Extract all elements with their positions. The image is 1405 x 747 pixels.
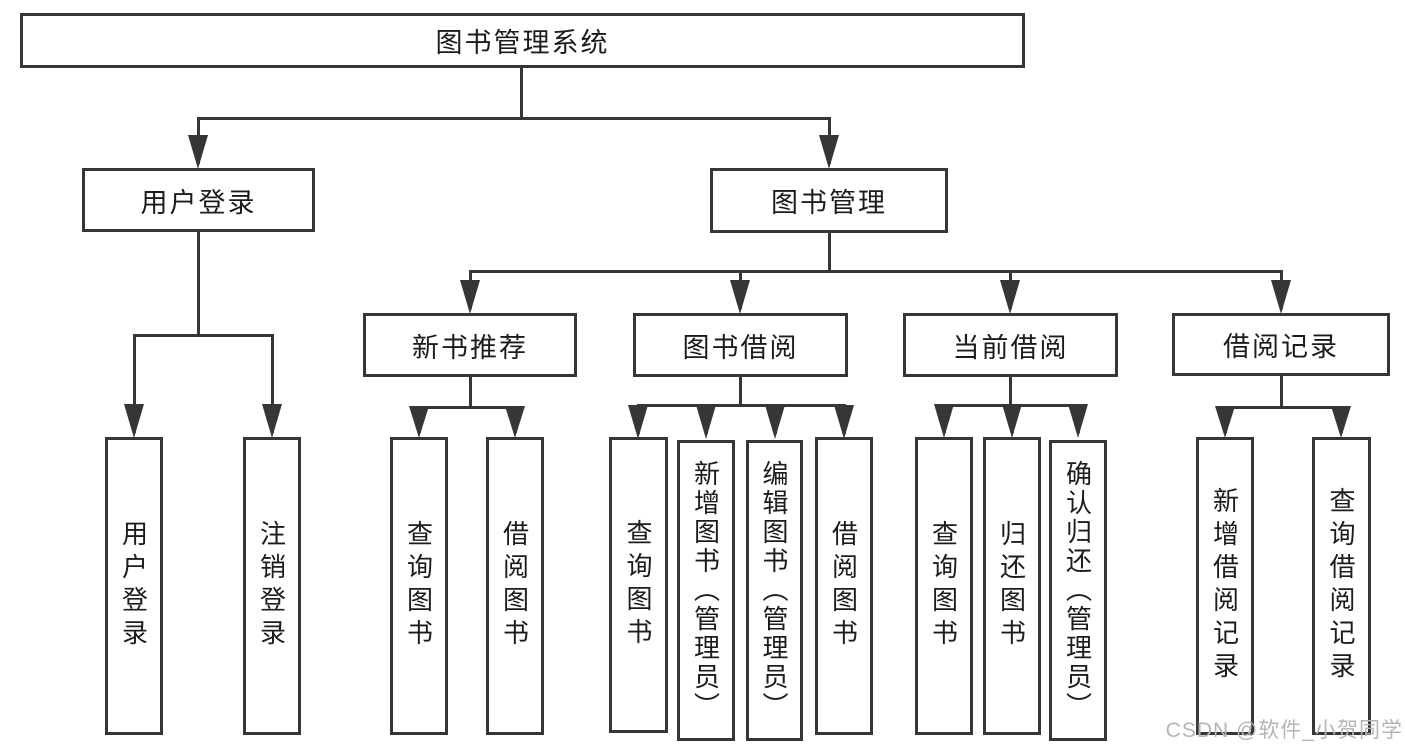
arrow-down-icon — [934, 404, 954, 438]
node-label: 用户登录 — [118, 520, 149, 652]
node-label: 新增图书（管理员） — [690, 460, 721, 721]
node-label: 借阅记录 — [1223, 332, 1339, 362]
node-leaf-borrow-books-recommend: 借阅图书 — [486, 437, 544, 735]
node-new-book-recommend: 新书推荐 — [363, 313, 577, 377]
node-leaf-edit-books-admin: 编辑图书（管理员） — [746, 440, 803, 741]
arrow-down-icon — [765, 405, 785, 439]
node-leaf-logout: 注销登录 — [243, 437, 301, 735]
connector-line — [196, 116, 831, 120]
connector-line — [827, 233, 831, 273]
node-leaf-query-books-current: 查询图书 — [915, 437, 973, 735]
connector-line — [1279, 376, 1283, 409]
arrow-down-icon — [1215, 406, 1235, 438]
node-label: 查询图书 — [928, 520, 959, 652]
node-current-borrowing: 当前借阅 — [903, 313, 1118, 377]
connector-line — [132, 335, 136, 433]
node-root: 图书管理系统 — [20, 13, 1025, 68]
arrow-down-icon — [1000, 280, 1020, 314]
arrow-down-icon — [1068, 404, 1088, 438]
arrow-down-icon — [819, 135, 839, 169]
node-leaf-add-borrow-record: 新增借阅记录 — [1196, 437, 1254, 735]
csdn-watermark: CSDN @软件_小贺同学 — [1165, 719, 1403, 742]
node-leaf-borrow-books-borrowing: 借阅图书 — [815, 437, 873, 735]
node-label: 借阅图书 — [828, 520, 859, 652]
connector-line — [196, 232, 200, 337]
node-borrowing-records: 借阅记录 — [1172, 313, 1390, 376]
connector-line — [1223, 405, 1343, 409]
arrow-down-icon — [1271, 280, 1291, 314]
node-label: 注销登录 — [256, 520, 287, 652]
arrow-down-icon — [262, 404, 282, 438]
node-label: 查询借阅记录 — [1326, 487, 1356, 685]
node-label: 新增借阅记录 — [1209, 487, 1240, 685]
arrow-down-icon — [730, 280, 750, 314]
node-label: 图书管理 — [771, 188, 887, 218]
connector-line — [519, 68, 523, 120]
node-label: 当前借阅 — [952, 332, 1069, 363]
node-book-borrowing: 图书借阅 — [633, 313, 848, 377]
arrow-down-icon — [696, 405, 716, 439]
node-label: 图书借阅 — [682, 332, 799, 363]
node-label: 图书管理系统 — [435, 28, 610, 58]
node-leaf-add-books-admin: 新增图书（管理员） — [677, 440, 735, 741]
arrow-down-icon — [124, 404, 144, 438]
node-label: 借阅图书 — [499, 520, 530, 652]
node-label: 用户登录 — [140, 187, 257, 218]
node-label: 新书推荐 — [412, 332, 528, 363]
node-book-management: 图书管理 — [710, 168, 948, 233]
node-label: 查询图书 — [403, 520, 434, 652]
connector-line — [468, 269, 1283, 273]
node-label: 查询图书 — [623, 519, 653, 651]
node-leaf-query-borrow-record: 查询借阅记录 — [1312, 437, 1371, 735]
connector-line — [636, 403, 846, 407]
connector-line — [1008, 377, 1012, 407]
node-leaf-confirm-return-admin: 确认归还（管理员） — [1049, 440, 1107, 741]
connector-line — [270, 335, 274, 433]
node-leaf-return-books: 归还图书 — [983, 437, 1041, 735]
arrow-down-icon — [409, 406, 429, 438]
arrow-down-icon — [628, 405, 648, 439]
arrow-down-icon — [460, 280, 480, 314]
arrow-down-icon — [834, 405, 854, 439]
arrow-down-icon — [505, 406, 525, 438]
arrow-down-icon — [188, 135, 208, 169]
arrow-down-icon — [1002, 404, 1022, 438]
node-label: 编辑图书（管理员） — [759, 460, 789, 721]
connector-line — [738, 377, 742, 407]
connector-line — [132, 333, 274, 337]
node-label: 归还图书 — [996, 520, 1027, 652]
arrow-down-icon — [1331, 406, 1351, 438]
connector-line — [417, 405, 517, 409]
node-label: 确认归还（管理员） — [1062, 460, 1093, 721]
node-leaf-query-books-recommend: 查询图书 — [390, 437, 448, 735]
node-leaf-query-books-borrowing: 查询图书 — [609, 437, 668, 733]
node-user-login: 用户登录 — [82, 168, 315, 232]
node-leaf-user-login: 用户登录 — [105, 437, 163, 735]
connector-line — [468, 377, 472, 409]
